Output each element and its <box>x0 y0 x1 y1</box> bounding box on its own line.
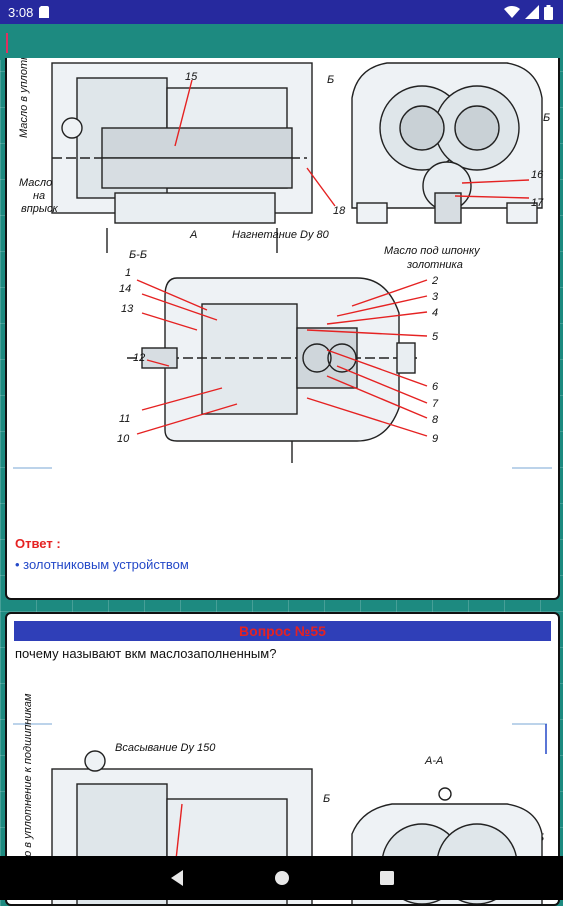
longitudinal-section <box>51 62 313 253</box>
compressor-drawing: Масло в уплотнение к подшипникам Масло н… <box>13 58 552 469</box>
question-card-54: Масло в уплотнение к подшипникам Масло н… <box>5 58 560 600</box>
label-mark-b-top: Б <box>327 74 334 86</box>
num-15: 15 <box>185 71 198 83</box>
num-7: 7 <box>432 398 439 410</box>
num-9: 9 <box>432 433 438 445</box>
num-13: 13 <box>121 303 134 315</box>
label-discharge: Нагнетание Dy 80 <box>232 229 330 241</box>
label-mark-b-right: Б <box>543 112 550 124</box>
sd-card-icon <box>39 6 50 18</box>
signal-icon <box>525 5 539 19</box>
home-icon[interactable] <box>273 869 291 887</box>
label-suction: Всасывание Dy 150 <box>115 742 216 754</box>
question-header: Вопрос №55 <box>14 621 551 641</box>
num-12: 12 <box>133 352 145 364</box>
num-1: 1 <box>125 267 131 279</box>
recents-icon[interactable] <box>379 870 395 886</box>
num-17: 17 <box>531 197 544 209</box>
label-oil-injection-2: на <box>33 190 45 202</box>
answer-label: Ответ : <box>15 536 61 551</box>
num-11: 11 <box>119 413 130 425</box>
label-section-bb: Б-Б <box>129 249 147 261</box>
label-section-aa: A-A <box>424 755 443 767</box>
num-3: 3 <box>432 291 439 303</box>
label-oil-injection: Масло <box>19 177 52 189</box>
clock: 3:08 <box>8 4 34 20</box>
num-8: 8 <box>432 414 439 426</box>
num-6: 6 <box>432 381 439 393</box>
cross-section <box>351 62 543 224</box>
top-input-bar[interactable] <box>0 24 563 60</box>
back-icon[interactable] <box>169 869 185 887</box>
num-5: 5 <box>432 331 439 343</box>
leader-lines <box>136 79 530 437</box>
num-16: 16 <box>531 169 544 181</box>
label-mark-a: A <box>189 229 197 241</box>
answer-text: • золотниковым устройством <box>15 557 189 572</box>
status-bar: 3:08 <box>0 0 563 24</box>
label-oil-under-key: Масло под шпонку <box>384 245 481 257</box>
section-bb <box>127 277 417 463</box>
num-10: 10 <box>117 433 130 445</box>
label-oil-seal: Масло в уплотнение к подшипникам <box>18 58 30 138</box>
label-oil-injection-3: впрыск <box>21 203 59 215</box>
wifi-icon <box>504 5 520 19</box>
label-oil-under-key-2: золотника <box>406 259 463 271</box>
navigation-bar <box>0 856 563 900</box>
label-oil-seal-2: Масло в уплотнение к подшипникам <box>22 693 34 884</box>
battery-icon <box>544 4 553 20</box>
question-text: почему называют вкм маслозаполненным? <box>15 646 277 661</box>
num-18: 18 <box>333 205 346 217</box>
text-cursor <box>6 33 8 53</box>
num-4: 4 <box>432 307 438 319</box>
num-14: 14 <box>119 283 131 295</box>
label-mark-b-2: Б <box>323 793 330 805</box>
num-2: 2 <box>431 275 438 287</box>
